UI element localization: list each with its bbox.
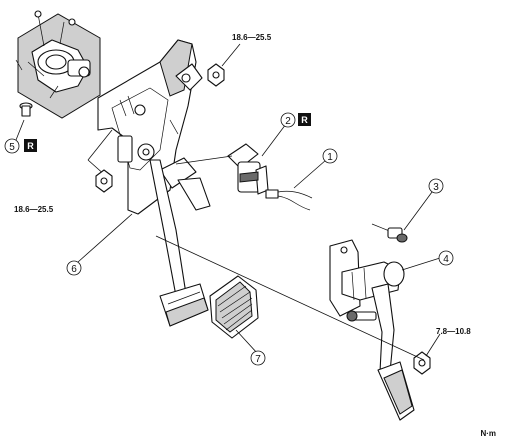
leader-nut-left xyxy=(87,129,113,161)
svg-text:7: 7 xyxy=(255,354,261,365)
callout-7: 7 xyxy=(250,350,266,366)
svg-text:6: 6 xyxy=(71,264,77,275)
callout-3: 3 xyxy=(428,178,444,194)
unit-label: N·m xyxy=(480,429,496,438)
svg-text:R: R xyxy=(27,141,34,151)
brake-pedal-arm xyxy=(149,159,209,327)
leader-2 xyxy=(261,123,287,157)
leader-4 xyxy=(401,257,441,271)
leader-5 xyxy=(15,119,25,141)
clutch-pedal-bracket xyxy=(329,239,405,317)
leader-1 xyxy=(293,159,327,189)
clip-part-5 xyxy=(19,102,33,117)
svg-text:2: 2 xyxy=(285,116,291,127)
callout-6: 6 xyxy=(66,260,82,276)
nut-lower-right xyxy=(413,351,431,375)
leader-torque-right xyxy=(425,333,441,357)
pedal-bracket xyxy=(97,39,211,215)
leader-3 xyxy=(403,191,433,231)
nut-top xyxy=(207,63,225,87)
callout-2: 2 xyxy=(280,112,296,128)
replace-badge-2: R xyxy=(298,113,311,126)
replace-badge-5: R xyxy=(24,139,37,152)
svg-text:5: 5 xyxy=(9,142,15,153)
leader-pivot-axis xyxy=(155,235,425,361)
torque-label-lower-right: 7.8—10.8 xyxy=(436,327,471,336)
booster-studs xyxy=(15,10,76,99)
leader-7 xyxy=(235,329,259,355)
pivot-bolt xyxy=(346,310,377,322)
svg-text:4: 4 xyxy=(443,254,449,265)
clevis-pin-part-3 xyxy=(371,223,408,243)
brake-pedal-pad-part-7 xyxy=(209,275,259,339)
brake-light-switch-part-2 xyxy=(227,143,313,211)
svg-text:3: 3 xyxy=(433,182,439,193)
svg-text:R: R xyxy=(301,115,308,125)
callout-5: 5 xyxy=(4,138,20,154)
booster-mount-plate xyxy=(17,13,101,119)
svg-text:1: 1 xyxy=(327,152,333,163)
callout-1: 1 xyxy=(322,148,338,164)
torque-label-top: 18.6—25.5 xyxy=(232,33,272,42)
leader-switch-bracket xyxy=(175,155,233,165)
nut-left xyxy=(95,169,113,193)
torque-label-left: 18.6—25.5 xyxy=(14,205,54,214)
leader-6 xyxy=(77,213,133,263)
leader-torque-top xyxy=(221,43,241,67)
callout-4: 4 xyxy=(438,250,454,266)
clutch-pedal-arm xyxy=(371,283,415,421)
